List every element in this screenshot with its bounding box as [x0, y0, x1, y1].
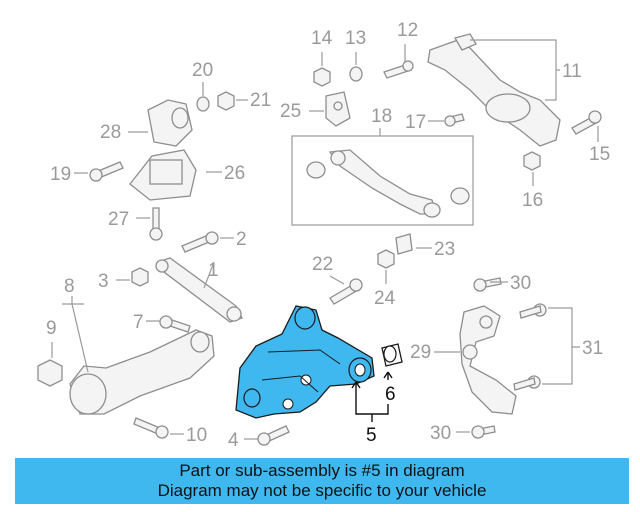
part-washer-13[interactable]: [349, 66, 363, 82]
callout-30-lower[interactable]: 30: [430, 423, 451, 444]
part-bushing-6[interactable]: [381, 343, 403, 367]
callout-18[interactable]: 18: [371, 106, 392, 127]
part-bolt-7[interactable]: [159, 315, 191, 333]
callout-19[interactable]: 19: [50, 164, 71, 185]
callout-1[interactable]: 1: [208, 260, 219, 281]
part-bolt-19[interactable]: [89, 161, 124, 182]
part-bolt-2[interactable]: [181, 231, 219, 253]
part-bolt-30-upper[interactable]: [473, 277, 502, 292]
info-banner: Part or sub-assembly is #5 in diagram Di…: [15, 458, 629, 504]
callout-31[interactable]: 31: [582, 338, 603, 359]
callout-29[interactable]: 29: [410, 342, 431, 363]
callout-6[interactable]: 6: [385, 384, 396, 405]
callout-17[interactable]: 17: [405, 112, 426, 133]
callout-10[interactable]: 10: [186, 425, 207, 446]
callout-25[interactable]: 25: [280, 101, 301, 122]
part-nut-21[interactable]: [217, 91, 235, 111]
callout-14[interactable]: 14: [311, 28, 333, 49]
part-nut-16[interactable]: [523, 151, 541, 171]
part-bolt-22[interactable]: [329, 278, 363, 305]
part-bolt-15[interactable]: [571, 110, 602, 135]
part-bolt-27[interactable]: [149, 207, 163, 241]
callout-28[interactable]: 28: [100, 122, 121, 143]
part-mount-28[interactable]: [147, 99, 193, 147]
part-bolt-17[interactable]: [444, 113, 465, 127]
part-nut-3[interactable]: [131, 267, 149, 287]
part-upper-arm-18[interactable]: [306, 149, 470, 218]
part-bolt-4[interactable]: [257, 425, 290, 446]
part-nut-24[interactable]: [377, 249, 395, 269]
part-washer-20[interactable]: [196, 96, 210, 112]
banner-line-1: Part or sub-assembly is #5 in diagram: [179, 461, 465, 480]
part-lateral-arm-11[interactable]: [427, 33, 561, 147]
part-bracket-26[interactable]: [129, 149, 197, 201]
callout-30-upper[interactable]: 30: [510, 273, 531, 294]
callout-15[interactable]: 15: [589, 144, 610, 165]
part-bolt-12[interactable]: [383, 60, 414, 79]
callout-20[interactable]: 20: [192, 60, 213, 81]
callout-4[interactable]: 4: [228, 430, 239, 451]
part-clip-23[interactable]: [395, 233, 413, 255]
callout-22[interactable]: 22: [312, 254, 333, 275]
callout-3[interactable]: 3: [98, 271, 109, 292]
part-trailing-arm-8[interactable]: [69, 329, 215, 415]
callout-11[interactable]: 11: [562, 61, 582, 82]
callout-27[interactable]: 27: [108, 209, 129, 230]
part-bolts-31[interactable]: [513, 303, 547, 391]
part-group-box-18: [291, 135, 474, 226]
callout-5[interactable]: 5: [366, 425, 377, 446]
part-bushing-9[interactable]: [37, 359, 63, 387]
highlighted-part-5-lower-control-arm[interactable]: [235, 305, 375, 419]
part-bolt-30-lower[interactable]: [471, 425, 496, 439]
callout-24[interactable]: 24: [374, 288, 396, 309]
part-nut-14[interactable]: [313, 67, 331, 87]
callout-8[interactable]: 8: [64, 276, 75, 297]
part-toe-link-1[interactable]: [155, 257, 243, 323]
part-knuckle-29[interactable]: [459, 305, 517, 415]
callout-12[interactable]: 12: [397, 20, 418, 41]
callout-2[interactable]: 2: [236, 229, 247, 250]
callout-23[interactable]: 23: [434, 239, 455, 260]
part-bracket-25[interactable]: [325, 91, 351, 127]
callout-7[interactable]: 7: [133, 312, 144, 333]
callout-13[interactable]: 13: [345, 28, 366, 49]
callout-16[interactable]: 16: [522, 190, 543, 211]
part-bolt-10[interactable]: [133, 417, 169, 439]
callout-21[interactable]: 21: [250, 90, 271, 111]
banner-line-2: Diagram may not be specific to your vehi…: [157, 481, 487, 500]
callout-26[interactable]: 26: [224, 163, 245, 184]
callout-9[interactable]: 9: [46, 318, 57, 339]
